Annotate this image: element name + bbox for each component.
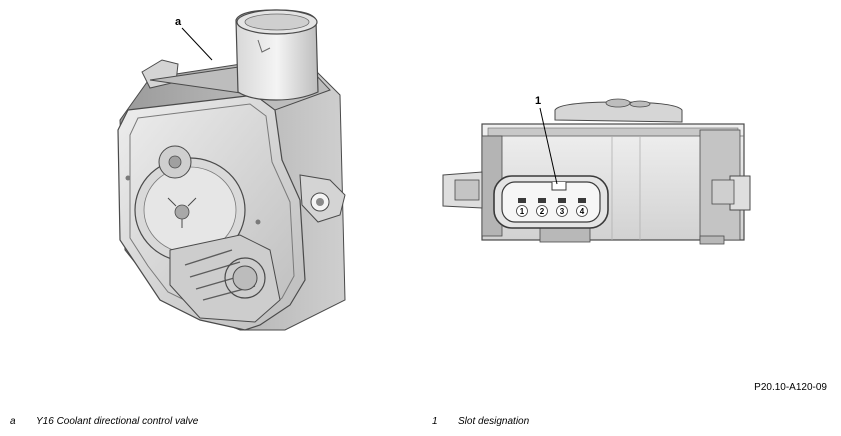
pin-number-1: 1: [520, 207, 525, 216]
pin-number-4: 4: [580, 207, 585, 216]
valve-perspective-view: [117, 9, 346, 331]
legend-key: a: [10, 416, 16, 427]
component-illustration: a: [117, 9, 751, 331]
legend-text: Slot designation: [458, 416, 530, 427]
legend-item-1: 1 Slot designation: [432, 416, 529, 427]
valve-front-view: 1 2 3 4: [442, 98, 751, 245]
pin-number-3: 3: [560, 207, 565, 216]
figure-reference-code: P20.10-A120-09: [754, 382, 827, 393]
callout-1: 1: [535, 95, 558, 185]
legend-item-a: a Y16 Coolant directional control valve: [10, 416, 198, 427]
pin-number-2: 2: [540, 207, 545, 216]
callout-a: a: [175, 16, 213, 61]
legend-key: 1: [432, 416, 438, 427]
callout-1-label: 1: [535, 95, 541, 107]
callout-a-label: a: [175, 16, 182, 28]
legend-text: Y16 Coolant directional control valve: [36, 416, 199, 427]
